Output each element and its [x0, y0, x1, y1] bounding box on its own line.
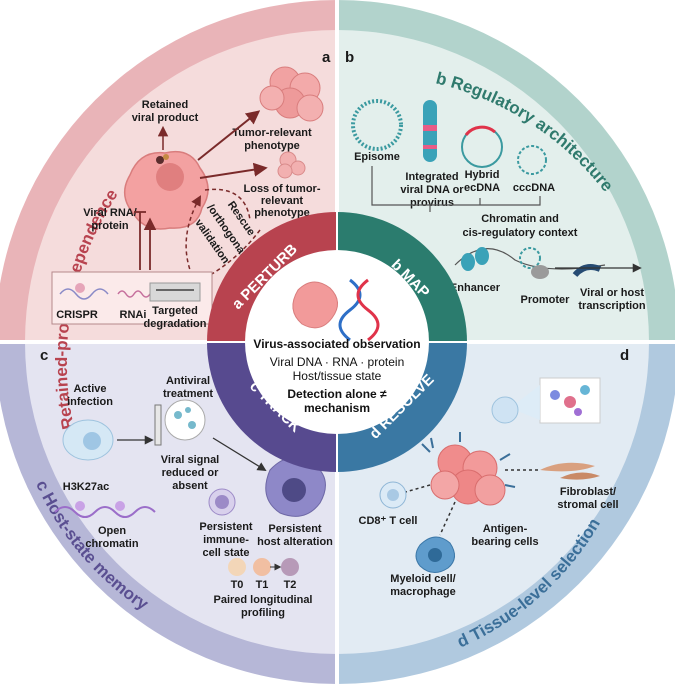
center-line-2: Host/tissue state	[293, 369, 382, 383]
t1-label: T1	[256, 579, 269, 591]
t0-label: T0	[231, 579, 244, 591]
paired-label-1: Paired longitudinal	[213, 594, 312, 606]
immune-label-3: cell state	[202, 547, 249, 559]
degradation-gel-icon	[149, 282, 201, 302]
panel-letter-d: d	[620, 347, 629, 364]
antigen-bearing-cells-icon	[421, 432, 516, 506]
persistent-host-cell-icon	[265, 457, 326, 517]
antiviral-label-2: treatment	[163, 388, 213, 400]
viral-rna-label-2: protein	[91, 220, 129, 232]
panel-b: b Episome Integrated viral DNA or provir…	[345, 49, 646, 312]
reduced-label-2: reduced or	[162, 467, 220, 479]
reduced-label-3: absent	[172, 480, 208, 492]
polymerase-icon	[531, 265, 549, 279]
cccdna-label: cccDNA	[513, 182, 555, 194]
cccdna-icon	[517, 145, 547, 175]
t2-cell-icon	[281, 558, 299, 576]
hybrid-label-1: Hybrid	[465, 169, 500, 181]
panel-d: d Fibroblast/ stromal cell CD8⁺	[359, 347, 630, 598]
center-line-1: Viral DNA · RNA · protein	[270, 355, 405, 369]
center-disc	[245, 250, 429, 434]
chromatin-label-2: cis-regulatory context	[463, 227, 578, 239]
fibroblast-label-1: Fibroblast/	[560, 486, 616, 498]
loss-label-3: phenotype	[254, 207, 310, 219]
dna-helix-icon	[338, 278, 380, 342]
panel-letter-b: b	[345, 49, 354, 66]
transcription-label-2: transcription	[578, 300, 646, 312]
cd8-label: CD8⁺ T cell	[359, 515, 418, 527]
antigen-label-2: bearing cells	[471, 536, 538, 548]
myeloid-label-1: Myeloid cell/	[390, 573, 455, 585]
umap-plot-icon	[539, 377, 601, 424]
host-label-1: Persistent	[268, 523, 322, 535]
center-cell-icon	[292, 281, 338, 329]
small-cluster-icon	[277, 151, 306, 179]
t2-label: T2	[284, 579, 297, 591]
active-label-1: Active	[73, 383, 106, 395]
episome-label: Episome	[354, 151, 400, 163]
active-infection-cell-icon	[62, 419, 114, 461]
rnai-label: RNAi	[120, 309, 147, 321]
integrated-label-1: Integrated	[405, 171, 458, 183]
panel-letter-c: c	[40, 347, 48, 364]
tumor-relevant-label-2: phenotype	[244, 140, 300, 152]
h3k27ac-label: H3K27ac	[63, 481, 109, 493]
episome-icon	[351, 99, 403, 151]
t0-cell-icon	[228, 558, 246, 576]
myeloid-cell-icon	[415, 536, 455, 573]
crispr-protein-icon	[75, 283, 85, 293]
reduced-label-1: Viral signal	[161, 454, 220, 466]
cccdna-loop-icon	[519, 247, 541, 269]
tumor-cluster-icon	[259, 66, 324, 122]
host-label-2: host alteration	[257, 536, 333, 548]
center-note-1: Detection alone ≠	[287, 387, 387, 401]
antigen-label-1: Antigen-	[483, 523, 528, 535]
open-chromatin-label-2: chromatin	[85, 538, 138, 550]
antiviral-label-1: Antiviral	[166, 375, 210, 387]
open-chromatin-icon	[54, 506, 156, 518]
enhancer-label: Enhancer	[450, 282, 501, 294]
integrated-label-3: provirus	[410, 197, 454, 209]
center-title: Virus-associated observation	[253, 337, 420, 351]
retained-label-2: viral product	[132, 112, 199, 124]
chromatin-label-1: Chromatin and	[481, 213, 559, 225]
single-cell-icon	[491, 396, 519, 424]
rnai-icon	[117, 290, 151, 298]
retained-label-1: Retained	[142, 99, 188, 111]
virus-magnifier-icon	[164, 399, 206, 441]
crispr-label: CRISPR	[56, 309, 98, 321]
targeted-label-1: Targeted	[152, 305, 198, 317]
hybrid-label-2: ecDNA	[464, 182, 500, 194]
immune-label-2: immune-	[203, 534, 249, 546]
targeted-label-2: degradation	[144, 318, 207, 330]
center-note-2: mechanism	[304, 401, 370, 415]
nucleosome-icon	[461, 247, 489, 271]
fibroblast-icon	[540, 462, 600, 480]
chromosome-icon	[423, 100, 437, 162]
t1-cell-icon	[253, 558, 271, 576]
fibroblast-label-2: stromal cell	[557, 499, 618, 511]
immune-label-1: Persistent	[199, 521, 253, 533]
panel-c: c Active infection Antiviral treatment V…	[40, 347, 333, 619]
infected-cell-icon	[124, 150, 209, 230]
integrated-label-2: viral DNA or	[400, 184, 464, 196]
viral-rna-label-1: Viral RNA/	[83, 207, 137, 219]
myeloid-label-2: macrophage	[390, 586, 455, 598]
open-chromatin-label-1: Open	[98, 525, 126, 537]
paired-label-2: profiling	[241, 607, 285, 619]
loss-label-1: Loss of tumor-	[244, 183, 321, 195]
active-label-2: infection	[67, 396, 113, 408]
panel-letter-a: a	[322, 49, 331, 66]
loss-label-2: relevant	[261, 195, 304, 207]
transcription-label-1: Viral or host	[580, 287, 644, 299]
crispr-icon	[59, 288, 109, 300]
syringe-icon	[154, 404, 162, 446]
panel-a: a Tumor-relevant phenotype Loss of tumor…	[51, 49, 331, 330]
tumor-relevant-label: Tumor-relevant	[232, 127, 312, 139]
promoter-label: Promoter	[521, 294, 571, 306]
